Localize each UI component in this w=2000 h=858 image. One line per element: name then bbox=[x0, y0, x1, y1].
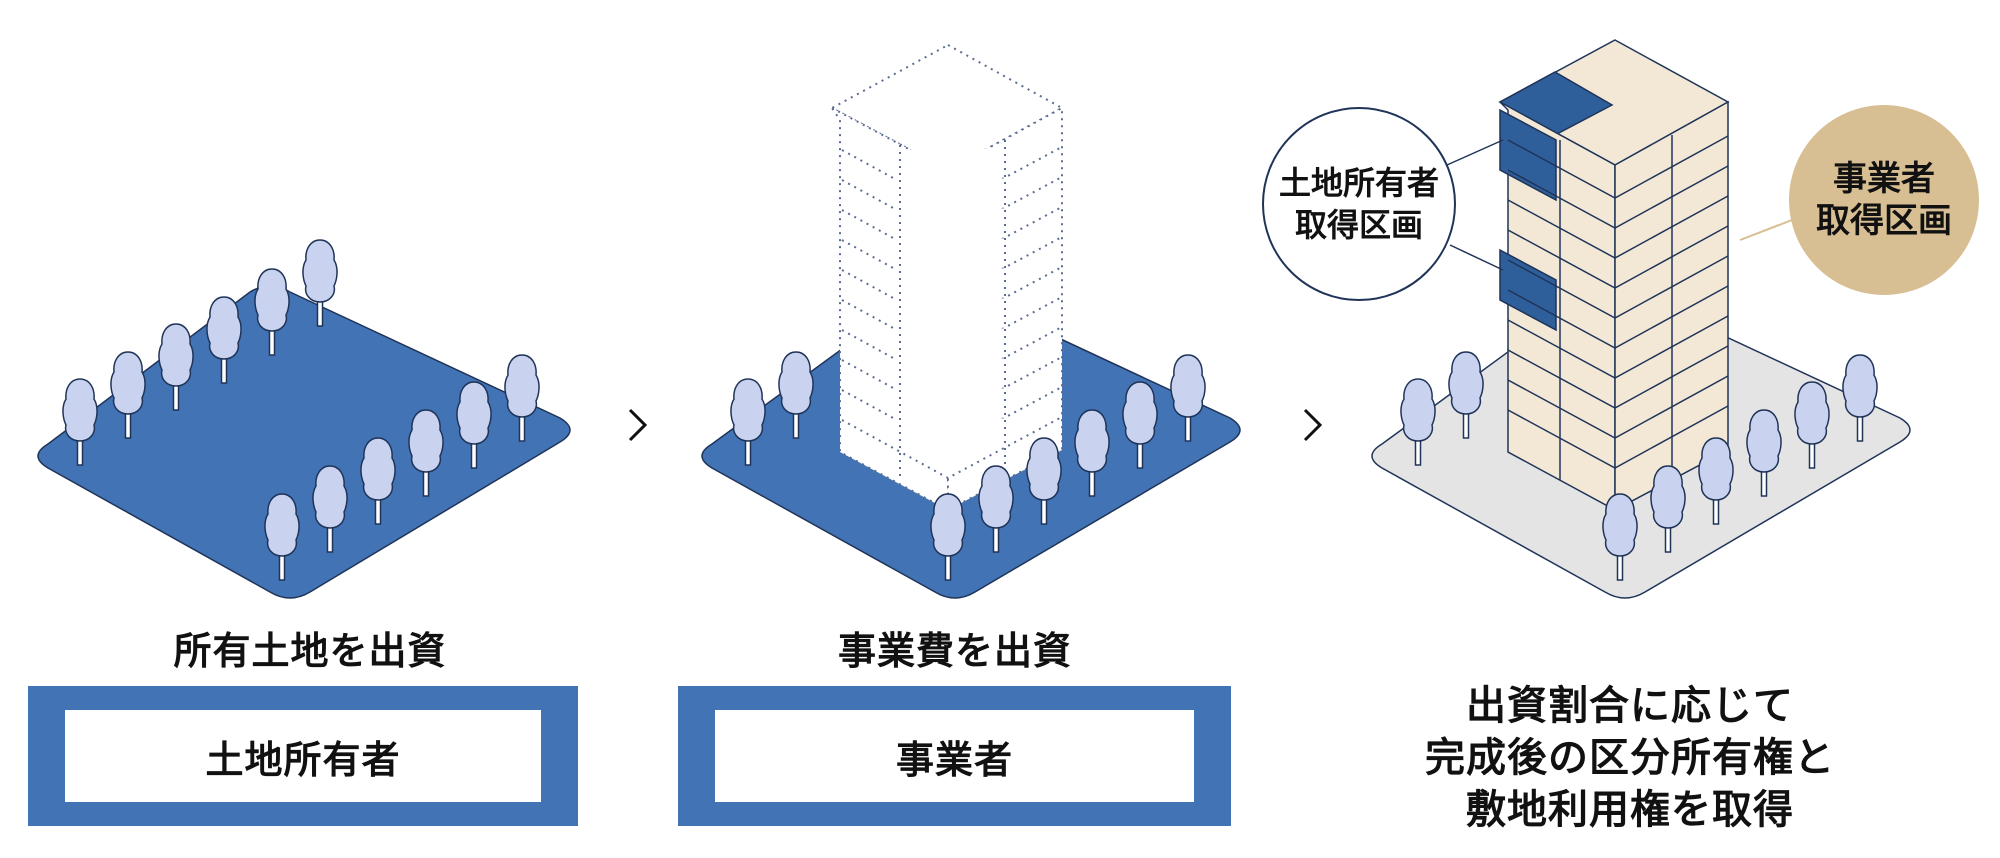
bubble-line: 取得区画 bbox=[1816, 201, 1952, 241]
land-owner-label: 土地所有者 bbox=[65, 710, 541, 802]
step2-land-illustration bbox=[701, 43, 1241, 599]
step3-land-illustration bbox=[1371, 39, 1911, 599]
completed-building bbox=[1498, 39, 1730, 512]
developer-leader-line bbox=[1739, 219, 1793, 241]
bubble-line: 事業者 bbox=[1833, 159, 1935, 199]
planned-building-outline bbox=[829, 43, 1065, 512]
chevron-right-icon bbox=[1303, 408, 1323, 442]
step1-caption: 所有土地を出資 bbox=[173, 629, 447, 673]
developer-box: 事業者 bbox=[678, 686, 1231, 826]
result-line: 出資割合に応じて bbox=[1466, 683, 1794, 729]
chevron-right-icon bbox=[628, 408, 648, 442]
owner-leader-line bbox=[1449, 244, 1504, 271]
step3-result-text: 出資割合に応じて 完成後の区分所有権と 敷地利用権を取得 bbox=[1390, 680, 1870, 836]
result-line: 敷地利用権を取得 bbox=[1466, 787, 1794, 833]
result-line: 完成後の区分所有権と bbox=[1425, 735, 1835, 781]
developer-label: 事業者 bbox=[715, 710, 1194, 802]
owner-leader-line bbox=[1446, 139, 1504, 166]
developer-section-bubble: 事業者 取得区画 bbox=[1789, 105, 1979, 295]
land-plot bbox=[37, 285, 571, 599]
owner-section-bubble: 土地所有者 取得区画 bbox=[1262, 107, 1456, 301]
step2-caption: 事業費を出資 bbox=[837, 629, 1072, 673]
bubble-line: 取得区画 bbox=[1294, 206, 1423, 244]
land-owner-box: 土地所有者 bbox=[28, 686, 578, 826]
step1-land-illustration bbox=[37, 239, 571, 599]
bubble-line: 土地所有者 bbox=[1278, 164, 1439, 202]
